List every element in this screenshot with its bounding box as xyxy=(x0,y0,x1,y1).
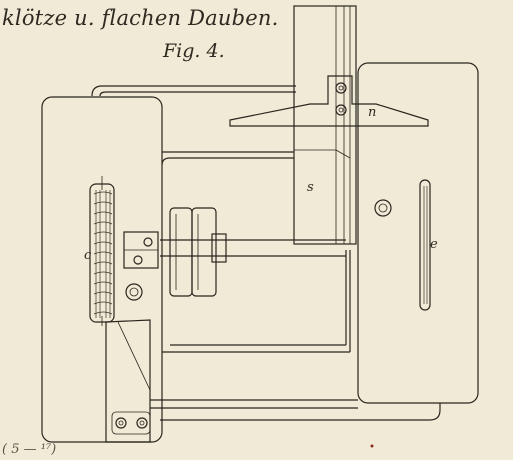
inner-frame xyxy=(161,151,351,353)
bolt-right xyxy=(374,199,392,217)
main-shaft xyxy=(160,233,346,263)
adjust-slot-e xyxy=(419,179,431,311)
frame-top-rail xyxy=(91,85,296,97)
vertical-slide-s xyxy=(293,5,357,245)
bolt-left xyxy=(125,283,143,301)
ink-speck xyxy=(370,444,374,448)
label-c: c xyxy=(84,248,92,263)
frame-bottom-rail xyxy=(150,399,441,421)
label-e: e xyxy=(430,237,438,252)
cutter-head-c xyxy=(89,176,115,326)
crosshead-n xyxy=(229,75,429,127)
right-side-plate xyxy=(357,62,479,404)
label-n: n xyxy=(368,105,377,120)
pencil-corner-note: ( 5 — ¹⁷) xyxy=(2,442,57,457)
left-side-plate xyxy=(41,96,163,443)
pulley-pair xyxy=(169,207,217,297)
bearing-block xyxy=(123,231,159,269)
figure-number: Fig. 4. xyxy=(163,40,225,62)
label-s: s xyxy=(307,180,314,195)
plate-caption-title: klötze u. flachen Dauben. xyxy=(2,6,279,30)
lower-support-arm xyxy=(105,319,151,443)
